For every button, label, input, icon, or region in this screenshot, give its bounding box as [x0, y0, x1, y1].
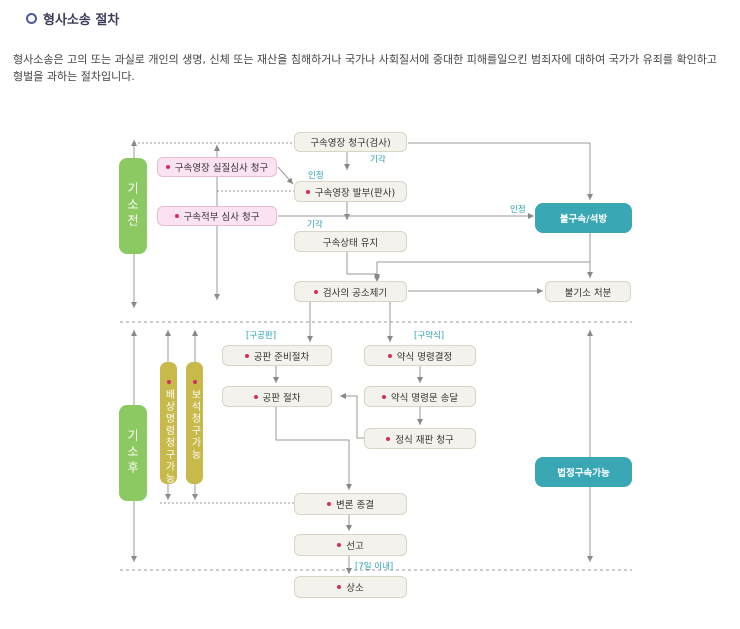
box-warrant-issue: 구속영장 발부(판사): [294, 181, 407, 202]
box-label: 구속적부 심사 청구: [183, 212, 260, 223]
bullet-dot-icon: [305, 189, 310, 194]
stage-pre-indictment: 기소전: [119, 158, 147, 254]
tag-summary: [구약식]: [414, 331, 445, 341]
edge-label-approved: 인정: [308, 171, 324, 181]
box-label: 공판 절차: [262, 392, 301, 404]
bullet-dot-icon: [337, 585, 342, 589]
bullet-dot-icon: [192, 380, 197, 384]
edge-label-approved-2: 인정: [510, 205, 526, 215]
bullet-dot-icon: [253, 394, 258, 399]
box-label: 상소: [346, 583, 364, 594]
bullet-dot-icon: [166, 380, 171, 384]
box-non-indictment: 불기소 처분: [545, 281, 631, 302]
compensation-label: 배상명령청구가능: [163, 389, 174, 485]
bullet-ring-icon: [26, 13, 37, 24]
box-formal-request: 정식 재판 청구: [364, 428, 476, 449]
page-title: 형사소송 절차: [43, 13, 120, 28]
bullet-dot-icon: [387, 353, 392, 358]
bullet-dot-icon: [381, 394, 386, 399]
box-label: 선고: [346, 541, 364, 552]
box-label: 공판 준비절차: [253, 351, 310, 363]
bullet-dot-icon: [174, 214, 179, 218]
box-label: 변론 종결: [336, 500, 374, 511]
bullet-dot-icon: [165, 165, 170, 169]
box-label: 검사의 공소제기: [322, 287, 388, 299]
box-public-trial: 공판 절차: [222, 386, 332, 407]
edge-label-rejected: 기각: [370, 155, 386, 165]
bail-bar: 보석청구가능: [186, 362, 203, 484]
box-summary-delivery: 약식 명령문 송달: [364, 386, 476, 407]
box-sentence: 선고: [294, 534, 407, 556]
box-legal-detention: 법정구속가능: [535, 457, 632, 487]
box-arrest-request: 구속영장 청구(검사): [294, 132, 407, 152]
box-review-request: 구속영장 실질심사 청구: [157, 157, 277, 177]
box-label: 구속영장 발부(판사): [314, 187, 396, 199]
box-label: 정식 재판 청구: [395, 434, 454, 446]
box-appeal: 상소: [294, 576, 407, 598]
box-public-prep: 공판 준비절차: [222, 345, 332, 366]
box-detention-review: 구속적부 심사 청구: [157, 206, 277, 226]
intro-text: 형사소송은 고의 또는 과실로 개인의 생명, 신체 또는 재산을 침해하거나 …: [13, 53, 717, 83]
box-closing: 변론 종결: [294, 493, 407, 515]
bullet-dot-icon: [337, 543, 342, 547]
bullet-dot-icon: [386, 436, 391, 441]
compensation-order-bar: 배상명령청구가능: [160, 362, 177, 485]
edge-label-rejected-2: 기각: [307, 220, 323, 230]
box-label: 약식 명령문 송달: [390, 392, 459, 404]
box-detention-keep: 구속상태 유지: [294, 231, 407, 252]
tag-public-trial: [구공판]: [246, 331, 277, 341]
box-indictment: 검사의 공소제기: [294, 281, 407, 302]
bullet-dot-icon: [244, 353, 249, 358]
box-label: 구속영장 실질심사 청구: [174, 163, 269, 174]
stage-post-indictment: 기소후: [119, 405, 147, 501]
box-label: 약식 명령결정: [396, 351, 453, 363]
bullet-dot-icon: [327, 502, 331, 506]
bullet-dot-icon: [313, 289, 318, 294]
box-release: 불구속/석방: [535, 203, 632, 233]
page-heading: 형사소송 절차: [26, 9, 119, 28]
box-summary-order: 약식 명령결정: [364, 345, 476, 366]
bail-label: 보석청구가능: [189, 389, 200, 461]
tag-within-7-days: [7일 이내]: [355, 562, 394, 572]
